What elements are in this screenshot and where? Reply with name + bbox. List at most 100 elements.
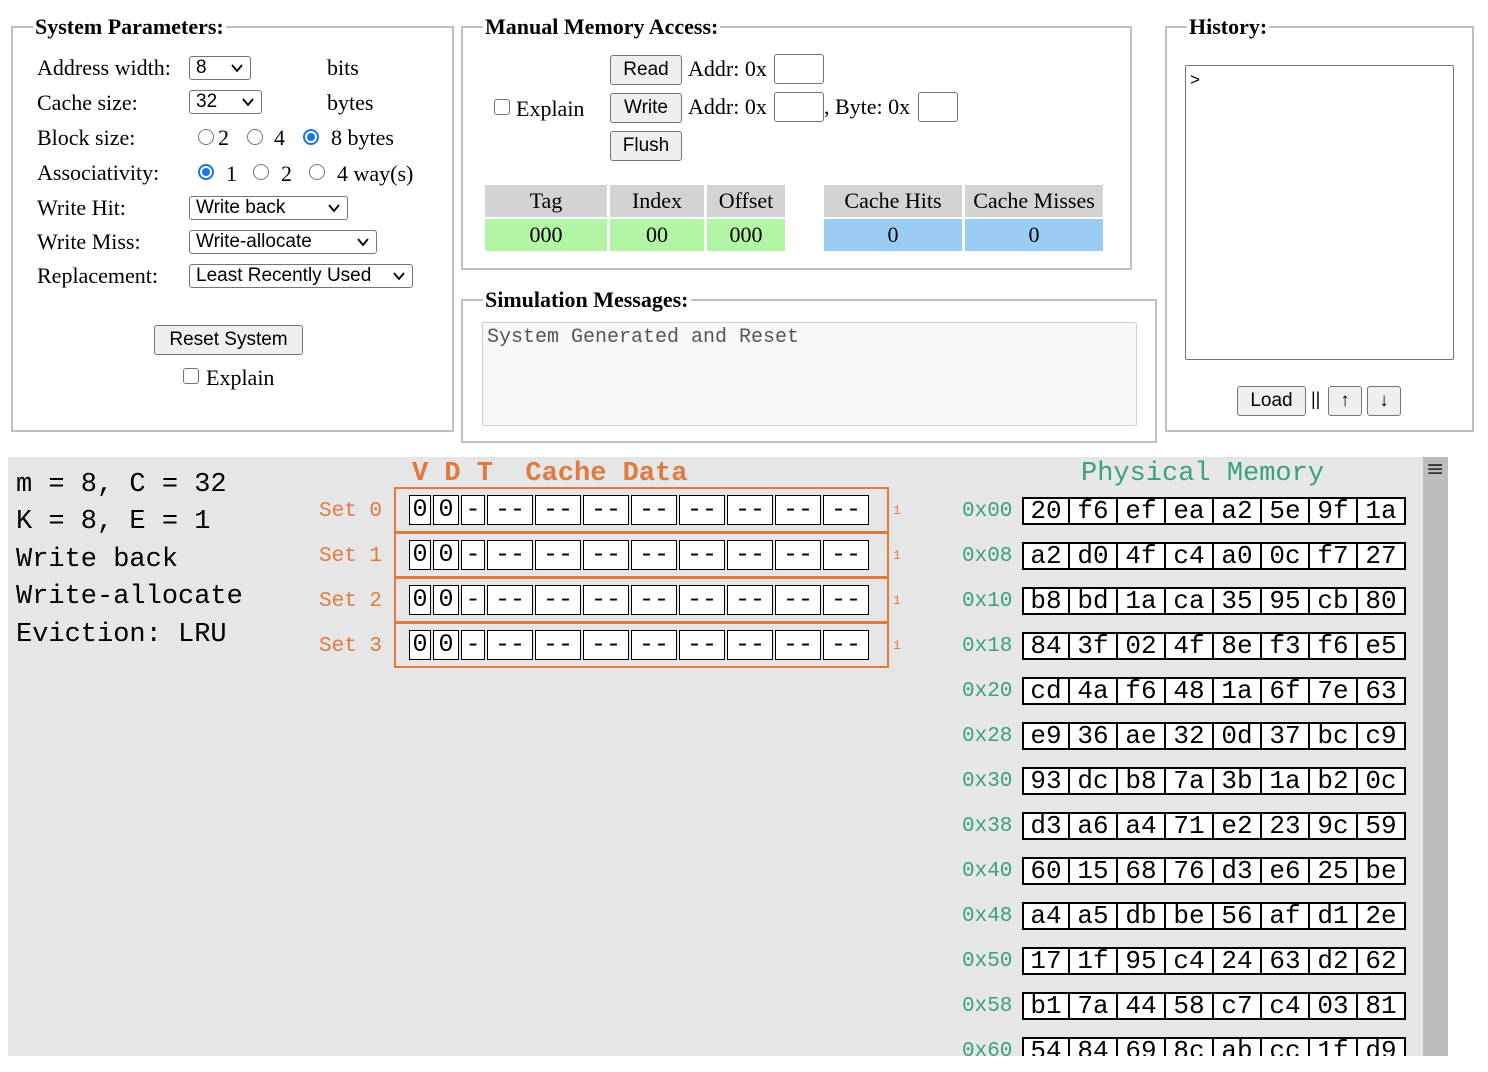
memory-address: 0x00 xyxy=(962,500,1013,523)
valid-bit: 0 xyxy=(409,630,431,660)
memory-byte: c4 xyxy=(1166,542,1214,570)
menu-icon[interactable]: ≡ xyxy=(1426,457,1445,482)
write-hit-select[interactable]: Write back xyxy=(189,196,348,220)
dirty-bit: 0 xyxy=(433,495,459,525)
read-button[interactable]: Read xyxy=(610,55,682,85)
system-explain-checkbox[interactable] xyxy=(183,368,199,384)
flush-button[interactable]: Flush xyxy=(610,131,682,161)
memory-byte: cb xyxy=(1310,587,1358,615)
memory-byte: 71 xyxy=(1166,812,1214,840)
memory-byte: b1 xyxy=(1022,992,1070,1020)
offset-value: 000 xyxy=(707,219,785,251)
memory-address: 0x08 xyxy=(962,545,1013,568)
write-addr-label: Addr: 0x xyxy=(688,94,767,119)
history-load-button[interactable]: Load xyxy=(1237,386,1306,416)
replacement-select[interactable]: Least Recently Used xyxy=(189,264,413,288)
write-byte-input[interactable] xyxy=(918,92,958,122)
memory-byte: 0c xyxy=(1358,767,1406,795)
memory-byte: e2 xyxy=(1214,812,1262,840)
cache-byte: -- xyxy=(487,540,533,570)
associativity-radio-1[interactable] xyxy=(198,164,214,180)
write-address-input[interactable] xyxy=(774,92,824,122)
tag-cell: - xyxy=(461,630,485,660)
memory-byte: cc xyxy=(1262,1037,1310,1056)
memory-byte: 54 xyxy=(1022,1037,1070,1056)
set-label: Set 3 xyxy=(319,635,383,658)
scrollbar[interactable]: ≡ xyxy=(1423,457,1448,1056)
memory-byte: a2 xyxy=(1214,497,1262,525)
memory-byte: 02 xyxy=(1118,632,1166,660)
valid-bit: 0 xyxy=(409,585,431,615)
manual-memory-access-legend: Manual Memory Access: xyxy=(485,14,719,39)
cache-byte: -- xyxy=(679,630,725,660)
memory-byte: ef xyxy=(1118,497,1166,525)
memory-byte: 9f xyxy=(1310,497,1358,525)
cache-byte: -- xyxy=(775,495,821,525)
associativity-radio-4[interactable] xyxy=(309,164,325,180)
memory-byte: b8 xyxy=(1022,587,1070,615)
memory-address: 0x50 xyxy=(962,950,1013,973)
memory-byte: cd xyxy=(1022,677,1070,705)
cache-byte: -- xyxy=(583,630,629,660)
valid-bit: 0 xyxy=(409,495,431,525)
cache-size-select[interactable]: 32 xyxy=(189,90,262,114)
history-up-button[interactable]: ↑ xyxy=(1328,386,1362,416)
memory-header: Physical Memory xyxy=(1081,459,1325,489)
write-byte-label: , Byte: 0x xyxy=(824,94,911,119)
cache-byte: -- xyxy=(487,585,533,615)
lru-counter: 1 xyxy=(893,548,901,563)
memory-byte: ab xyxy=(1214,1037,1262,1056)
memory-byte: be xyxy=(1166,902,1214,930)
block-size-radio-2[interactable] xyxy=(198,129,214,145)
simulation-messages-textarea[interactable]: System Generated and Reset xyxy=(482,322,1137,426)
write-miss-value: Write-allocate xyxy=(196,231,312,252)
memory-byte: ae xyxy=(1118,722,1166,750)
memory-byte: f3 xyxy=(1262,632,1310,660)
block-size-option-8: 8 bytes xyxy=(331,125,394,150)
cache-byte: -- xyxy=(679,585,725,615)
index-value: 00 xyxy=(610,219,704,251)
address-width-select[interactable]: 8 xyxy=(189,56,251,80)
info-line-1: m = 8, C = 32 xyxy=(16,470,227,500)
write-hit-value: Write back xyxy=(196,197,286,218)
memory-byte: d1 xyxy=(1310,902,1358,930)
tag-header: Tag xyxy=(485,185,607,217)
index-header: Index xyxy=(610,185,704,217)
memory-byte: 8e xyxy=(1214,632,1262,660)
associativity-radio-2[interactable] xyxy=(253,164,269,180)
info-line-5: Eviction: LRU xyxy=(16,620,227,650)
info-line-2: K = 8, E = 1 xyxy=(16,507,211,537)
memory-byte: 36 xyxy=(1070,722,1118,750)
info-line-3: Write back xyxy=(16,545,179,575)
cache-byte: -- xyxy=(583,495,629,525)
memory-byte: 84 xyxy=(1022,632,1070,660)
cache-byte: -- xyxy=(775,540,821,570)
memory-byte: 2e xyxy=(1358,902,1406,930)
reset-system-button[interactable]: Reset System xyxy=(154,325,303,355)
history-textarea[interactable]: > xyxy=(1185,65,1454,360)
cache-byte: -- xyxy=(823,585,869,615)
chevron-down-icon xyxy=(231,64,243,73)
write-button[interactable]: Write xyxy=(610,93,682,123)
cache-byte: -- xyxy=(535,495,581,525)
memory-byte: 5e xyxy=(1262,497,1310,525)
history-down-button[interactable]: ↓ xyxy=(1367,386,1401,416)
memory-byte: 93 xyxy=(1022,767,1070,795)
memory-byte: 7a xyxy=(1070,992,1118,1020)
block-size-radio-4[interactable] xyxy=(247,129,263,145)
write-miss-select[interactable]: Write-allocate xyxy=(189,230,377,254)
lru-counter: 1 xyxy=(893,593,901,608)
memory-byte: 63 xyxy=(1262,947,1310,975)
manual-explain-checkbox[interactable] xyxy=(494,99,510,115)
memory-byte: 7e xyxy=(1310,677,1358,705)
cache-size-value: 32 xyxy=(196,91,218,112)
associativity-option-2: 2 xyxy=(281,161,292,186)
memory-byte: a4 xyxy=(1022,902,1070,930)
memory-byte: d3 xyxy=(1214,857,1262,885)
memory-address: 0x30 xyxy=(962,770,1013,793)
read-address-input[interactable] xyxy=(774,54,824,84)
cache-byte: -- xyxy=(487,630,533,660)
memory-byte: d2 xyxy=(1310,947,1358,975)
block-size-radio-8[interactable] xyxy=(303,129,319,145)
write-hit-label: Write Hit: xyxy=(37,195,126,220)
